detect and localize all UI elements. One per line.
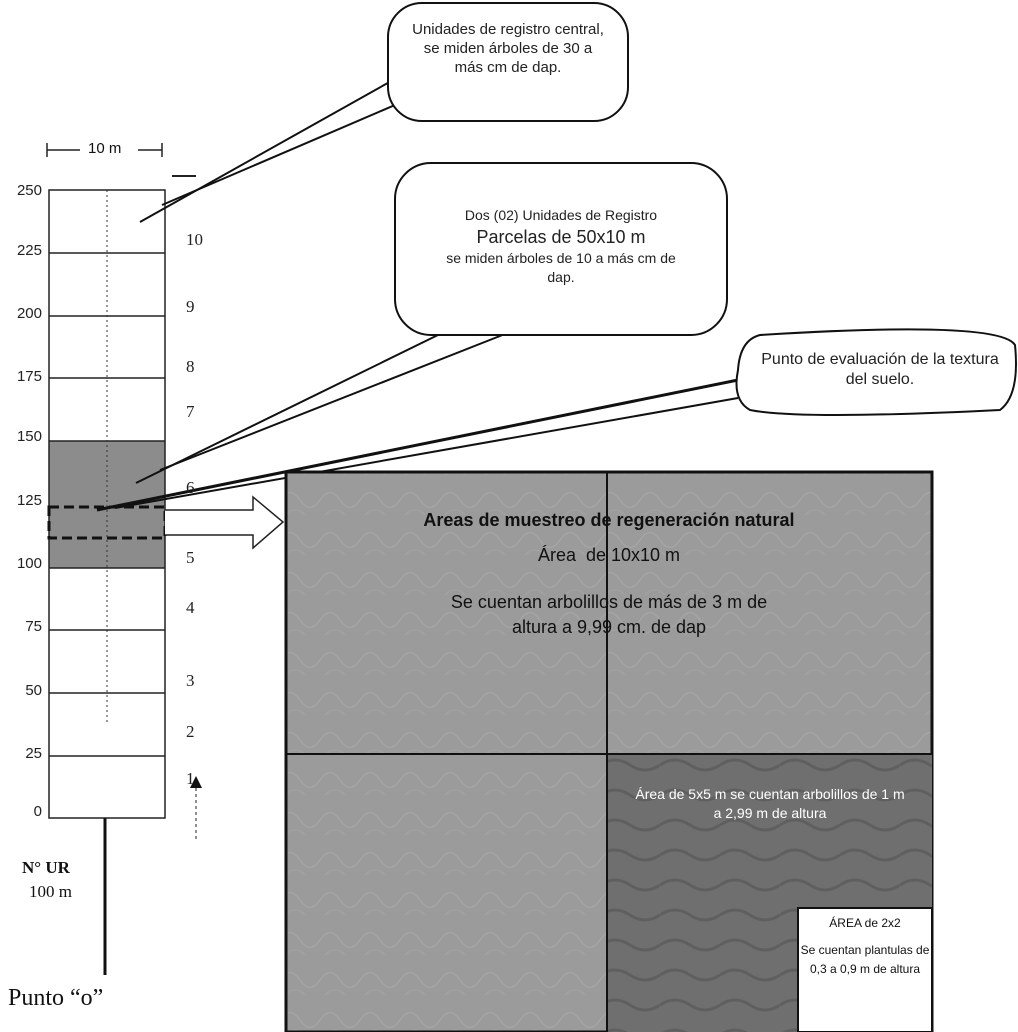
- scale-tick-label: 200: [16, 305, 42, 322]
- nur-length: 100 m: [29, 882, 72, 901]
- scale-tick-label: 100: [16, 555, 42, 572]
- callout-registro-line2: Parcelas de 50x10 m: [476, 227, 646, 247]
- scale-tick-label: 250: [16, 182, 42, 199]
- regeneration-title: Areas de muestreo de regeneración natura…: [423, 510, 795, 530]
- area-2x2-title: ÁREA de 2x2: [829, 916, 901, 930]
- start-point-label: Punto “o”: [8, 985, 104, 1011]
- scale-tick-label: 225: [16, 242, 42, 259]
- callout-registro-bubble: [394, 162, 728, 336]
- unit-number: 7: [186, 402, 195, 421]
- callout-central-text: Unidades de registro central, se miden á…: [412, 21, 604, 76]
- scale-tick-label: 125: [16, 492, 42, 509]
- callout-textura-text: Punto de evaluación de la textura del su…: [761, 351, 999, 388]
- unit-number: 9: [186, 297, 195, 316]
- callout-registro-line3: se miden árboles de 10 a más cm de dap.: [446, 250, 676, 285]
- unit-number: 1: [186, 769, 195, 788]
- unit-number: 10: [186, 230, 203, 249]
- pointer-central: [139, 74, 403, 223]
- unit-number: 5: [186, 548, 195, 567]
- area-5x5-text: Área de 5x5 m se cuentan arbolillos de 1…: [635, 786, 905, 821]
- plot-strip: [47, 189, 167, 819]
- area-2x2-box: [797, 907, 933, 1032]
- nur-label: N° UR: [22, 858, 70, 877]
- callout-registro-text: Dos (02) Unidades de Registro Parcelas d…: [405, 205, 717, 287]
- regeneration-dashed-box: [47, 505, 167, 540]
- pointer-textura: [96, 378, 739, 512]
- scale-tick-label: 25: [25, 745, 42, 762]
- scale-tick-label: 75: [25, 618, 42, 635]
- unit-number: 6: [186, 478, 195, 497]
- scale-tick-label: 150: [16, 428, 42, 445]
- callout-registro-line1: Dos (02) Unidades de Registro: [464, 207, 658, 223]
- area-2x2-text: Se cuentan plantulas de 0,3 a 0,9 m de a…: [800, 943, 930, 976]
- unit-number: 8: [186, 357, 195, 376]
- direction-arrow-icon: [190, 776, 202, 842]
- expand-arrow-icon: [165, 495, 285, 550]
- unit-number: 4: [186, 598, 195, 617]
- regeneration-subtitle: Área de 10x10 m: [537, 545, 681, 565]
- scale-tick-label: 175: [16, 368, 42, 385]
- regeneration-description: Se cuentan arbolillos de más de 3 m de a…: [450, 592, 768, 637]
- unit-number: 2: [186, 722, 195, 741]
- callout-textura-bubble: [735, 328, 1017, 416]
- scale-width-marker: [46, 143, 163, 157]
- callout-central-bubble: [387, 2, 629, 122]
- unit-number: 3: [186, 671, 195, 690]
- scale-width-label: 10 m: [84, 140, 126, 157]
- regeneration-panel: [284, 470, 934, 1032]
- scale-tick-label: 50: [25, 682, 42, 699]
- pointer-registro: [135, 333, 441, 484]
- scale-tick-label: 0: [33, 803, 42, 820]
